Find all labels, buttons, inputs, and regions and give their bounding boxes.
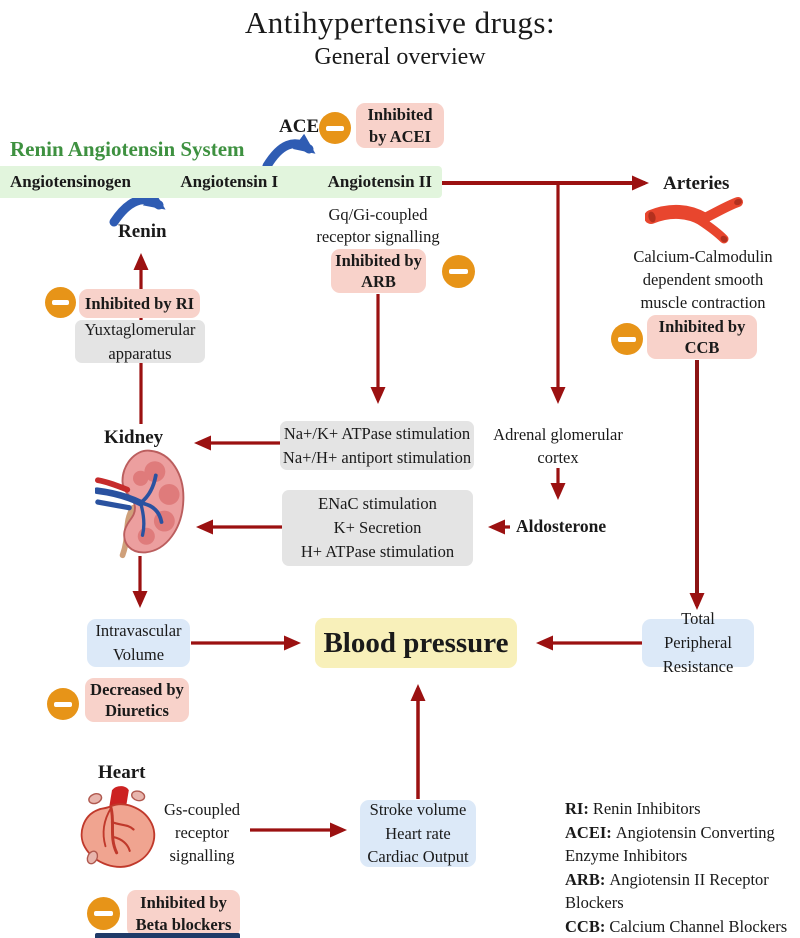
cropped-bottom-element bbox=[95, 933, 240, 938]
inhibited-by-ccb-box: Inhibited by CCB bbox=[647, 315, 757, 359]
inhibited-by-ri-box: Inhibited by RI bbox=[79, 289, 200, 318]
minus-icon bbox=[611, 323, 643, 355]
process-line: Stroke volume bbox=[369, 799, 467, 819]
inhibited-by-acei-box: Inhibited by ACEI bbox=[356, 103, 444, 148]
heart-label: Heart bbox=[98, 762, 146, 783]
angiotensin-ii-label: Angiotensin II bbox=[327, 172, 432, 191]
gqgi-signalling-note: Gq/Gi-coupled receptor signalling bbox=[316, 205, 440, 246]
blood-pressure-box: Blood pressure bbox=[315, 618, 517, 668]
decreased-by-diuretics-box: Decreased by Diuretics bbox=[85, 678, 189, 722]
minus-icon bbox=[319, 112, 351, 144]
legend: RI:Renin Inhibitors ACEI:Angiotensin Con… bbox=[565, 797, 800, 938]
artery-illustration bbox=[645, 197, 743, 244]
cardiac-output-box: Stroke volume Heart rate Cardiac Output bbox=[360, 800, 476, 867]
legend-item: CCB:Calcium Channel Blockers bbox=[565, 915, 800, 938]
enac-box: ENaC stimulation K+ Secretion H+ ATPase … bbox=[282, 490, 473, 566]
minus-icon bbox=[442, 255, 475, 288]
inhibited-by-arb-box: Inhibited by ARB bbox=[331, 249, 426, 293]
process-line: ENaC stimulation bbox=[318, 494, 437, 514]
ace-conversion-arrow bbox=[262, 133, 316, 171]
calcium-calmodulin-note: Calcium-Calmodulin dependent smooth musc… bbox=[633, 247, 773, 312]
arteries-label: Arteries bbox=[663, 173, 730, 194]
kidney-label: Kidney bbox=[104, 427, 164, 448]
legend-definition: Angiotensin II Receptor Blockers bbox=[565, 869, 769, 913]
page-subtitle: General overview bbox=[314, 44, 486, 70]
legend-abbr: ARB: bbox=[565, 869, 606, 889]
legend-item: RI:Renin Inhibitors bbox=[565, 797, 800, 821]
adrenal-cortex-note: Adrenal glomerular cortex bbox=[493, 425, 623, 468]
heart-illustration bbox=[80, 786, 156, 868]
process-line: Heart rate bbox=[385, 823, 451, 843]
page-title: Antihypertensive drugs: bbox=[244, 5, 556, 40]
minus-icon bbox=[45, 287, 76, 318]
process-line: K+ Secretion bbox=[333, 518, 422, 538]
legend-definition: Renin Inhibitors bbox=[592, 799, 701, 818]
legend-abbr: ACEI: bbox=[565, 822, 612, 842]
angiotensin-i-label: Angiotensin I bbox=[180, 172, 279, 191]
gs-signalling-note: Gs-coupled receptor signalling bbox=[163, 800, 241, 865]
process-line: H+ ATPase stimulation bbox=[300, 541, 455, 561]
process-line: Na+/H+ antiport stimulation bbox=[282, 447, 472, 467]
legend-abbr: CCB: bbox=[565, 916, 606, 936]
kidney-illustration bbox=[95, 449, 185, 559]
renin-conversion-arrow bbox=[109, 189, 166, 227]
legend-definition: Angiotensin Converting Enzyme Inhibitors bbox=[565, 822, 775, 866]
angiotensinogen-label: Angiotensinogen bbox=[10, 172, 131, 191]
total-peripheral-resistance-box: Total Peripheral Resistance bbox=[642, 609, 754, 676]
legend-item: ARB:Angiotensin II Receptor Blockers bbox=[565, 868, 800, 915]
juxtaglomerular-box: Yuxtaglomerular apparatus bbox=[75, 320, 205, 363]
process-line: Cardiac Output bbox=[367, 847, 469, 867]
ras-heading: Renin Angiotensin System bbox=[10, 137, 245, 161]
renin-enzyme-label: Renin bbox=[118, 221, 167, 242]
process-line: Na+/K+ ATPase stimulation bbox=[283, 423, 471, 443]
minus-icon bbox=[87, 897, 120, 930]
legend-abbr: RI: bbox=[565, 799, 589, 818]
legend-definition: Calcium Channel Blockers bbox=[609, 916, 788, 936]
ace-enzyme-label: ACE bbox=[279, 116, 320, 137]
ras-cascade-bar: Angiotensinogen Angiotensin I Angiotensi… bbox=[0, 166, 442, 198]
intravascular-volume-box: Intravascular Volume bbox=[87, 619, 190, 667]
aldosterone-label: Aldosterone bbox=[516, 516, 607, 536]
sodium-potassium-box: Na+/K+ ATPase stimulation Na+/H+ antipor… bbox=[280, 421, 474, 470]
inhibited-by-beta-blockers-box: Inhibited by Beta blockers bbox=[127, 890, 240, 937]
minus-icon bbox=[47, 688, 79, 720]
legend-item: ACEI:Angiotensin Converting Enzyme Inhib… bbox=[565, 821, 800, 868]
